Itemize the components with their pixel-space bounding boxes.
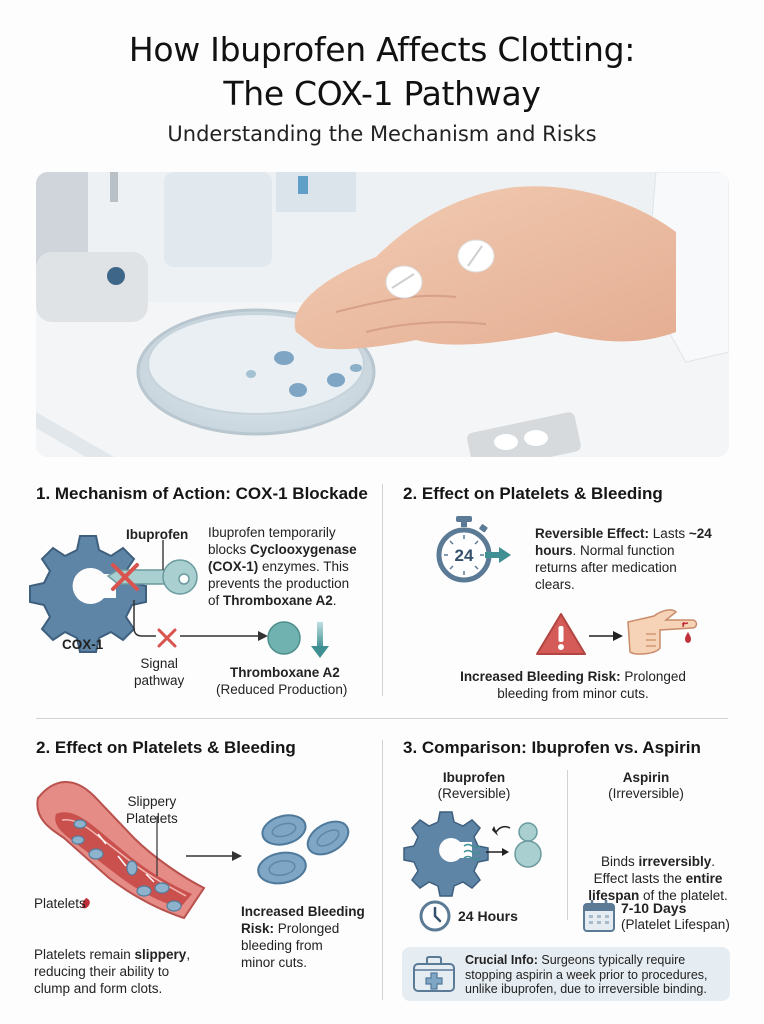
desc-text: of the platelet. [639, 888, 728, 903]
slippery-platelets-label: Slippery Platelets [126, 793, 178, 827]
info-text: unlike ibuprofen, due to irreversible bi… [465, 982, 707, 996]
risk-bold: Increased Bleeding [241, 904, 365, 919]
desc-text: reducing their ability to [34, 964, 170, 979]
rev-text: returns after medication [535, 560, 677, 575]
circle-molecule-icon [267, 621, 301, 655]
signal-pathway-label: Signal pathway [134, 655, 184, 689]
section2b-risk-text: Increased Bleeding Risk: Prolonged bleed… [241, 903, 381, 971]
warning-icon [536, 613, 586, 655]
reversible-effect-text: Reversible Effect: Lasts ~24 hours. Norm… [535, 525, 725, 593]
vertical-divider-top [382, 484, 383, 696]
ibuprofen-label: Ibuprofen [126, 527, 189, 542]
desc-bold: Thromboxane A2 [223, 593, 333, 608]
platelet-cells-icon [257, 814, 350, 885]
risk-text: Prolonged [620, 669, 686, 684]
desc-text: blocks [208, 542, 251, 557]
desc-bold: slippery [134, 947, 187, 962]
section1-title: 1. Mechanism of Action: COX-1 Blockade [36, 484, 368, 503]
rev-text: clears. [535, 577, 575, 592]
desc-bold: lifespan [588, 888, 640, 903]
desc-text: Effect lasts the [593, 871, 686, 886]
desc-line: Ibuprofen temporarily [208, 525, 336, 540]
desc-text: enzymes. This [258, 559, 349, 574]
section1-description: Ibuprofen temporarily blocks Cyclooxygen… [208, 524, 378, 609]
risk-bold: Increased Bleeding Risk: [460, 669, 621, 684]
desc-text: . [332, 593, 337, 608]
page-title-line2: The COX-1 Pathway [223, 74, 541, 113]
risk-text: bleeding from minor cuts. [497, 686, 649, 701]
arrow-down-icon [311, 622, 329, 658]
gear-icon [29, 535, 147, 653]
stopwatch-icon: 24 [436, 516, 511, 583]
desc-text: of [208, 593, 224, 608]
desc-line: prevents the production [208, 576, 350, 591]
desc-bold: Cyclooxygenase [250, 542, 357, 557]
clock-icon [419, 900, 451, 932]
aspirin-duration-sub: (Platelet Lifespan) [621, 917, 730, 932]
slippery-line2: Platelets [126, 811, 178, 826]
signal-pathway-arrow [133, 600, 268, 641]
horizontal-divider [36, 718, 728, 719]
desc-bold: entire [685, 871, 723, 886]
risk-text: bleeding from [241, 938, 323, 953]
page-title-line1: How Ibuprofen Affects Clotting: [128, 30, 636, 69]
risk-text: Prolonged [274, 921, 340, 936]
vertical-divider-bottom [382, 740, 383, 1000]
desc-text: . [711, 854, 716, 869]
rev-text: . Normal function [572, 543, 675, 558]
desc-text: clump and form clots. [34, 981, 163, 996]
calendar-icon [583, 900, 615, 932]
platelets-label: Platelets [34, 896, 86, 911]
signal-x-mark-icon [157, 628, 177, 648]
signal-label-line1: Signal [140, 656, 178, 671]
aspirin-column-name: Aspirin [622, 770, 670, 785]
info-bold: Crucial Info: [465, 953, 538, 967]
rev-bold: hours [535, 543, 573, 558]
aspirin-duration: 7-10 Days [621, 900, 687, 916]
comparison-divider [567, 770, 568, 920]
info-text: stopping aspirin a week prior to procedu… [465, 967, 708, 982]
section3-title: 3. Comparison: Ibuprofen vs. Aspirin [403, 738, 701, 757]
cox1-label: COX-1 [62, 637, 104, 652]
ibuprofen-duration: 24 Hours [458, 908, 518, 924]
desc-text: Binds [600, 854, 639, 869]
crucial-info-box: Crucial Info: Surgeons typically require… [402, 947, 730, 1001]
desc-bold: irreversibly [638, 854, 712, 869]
desc-text: , [186, 947, 191, 962]
ibuprofen-column-type: (Reversible) [437, 786, 511, 801]
hero-photo [36, 172, 729, 457]
info-text: Surgeons typically require [537, 953, 686, 967]
slippery-pointer-line [156, 816, 158, 876]
arrow-right-icon [589, 631, 623, 641]
aspirin-column-type: (Irreversible) [608, 786, 684, 801]
thromboxane-label: Thromboxane A2 [230, 665, 340, 680]
risk-text: minor cuts. [241, 955, 308, 970]
bleeding-finger-icon [627, 609, 698, 655]
bleeding-risk-text: Increased Bleeding Risk: Prolonged bleed… [443, 668, 703, 702]
section2a-title: 2. Effect on Platelets & Bleeding [403, 484, 663, 503]
ibuprofen-pointer-line [162, 540, 164, 570]
timer-value: 24 [455, 546, 474, 565]
signal-label-line2: pathway [134, 673, 185, 688]
blood-vessel-icon [36, 781, 206, 920]
rev-bold: Reversible Effect: [535, 526, 650, 541]
section2b-title: 2. Effect on Platelets & Bleeding [36, 738, 296, 757]
section2b-description: Platelets remain slippery, reducing thei… [34, 946, 234, 997]
desc-text: Platelets remain [34, 947, 135, 962]
arrow-right-icon [186, 851, 242, 861]
slippery-line1: Slippery [127, 794, 177, 809]
rev-bold: ~24 [688, 526, 712, 541]
gear-reversible-icon [403, 811, 542, 897]
ibuprofen-column-name: Ibuprofen [442, 770, 506, 785]
risk-bold: Risk: [241, 921, 275, 936]
thromboxane-sub-label: (Reduced Production) [216, 682, 348, 697]
page-subtitle: Understanding the Mechanism and Risks [167, 122, 597, 146]
aspirin-description: Binds irreversibly. Effect lasts the ent… [578, 853, 738, 904]
medical-kit-icon [413, 956, 455, 992]
x-mark-icon [111, 563, 139, 591]
rev-text: Lasts [649, 526, 689, 541]
crucial-info-text: Crucial Info: Surgeons typically require… [465, 953, 735, 997]
desc-bold: (COX-1) [208, 559, 259, 574]
lab-scene-illustration [36, 172, 729, 457]
